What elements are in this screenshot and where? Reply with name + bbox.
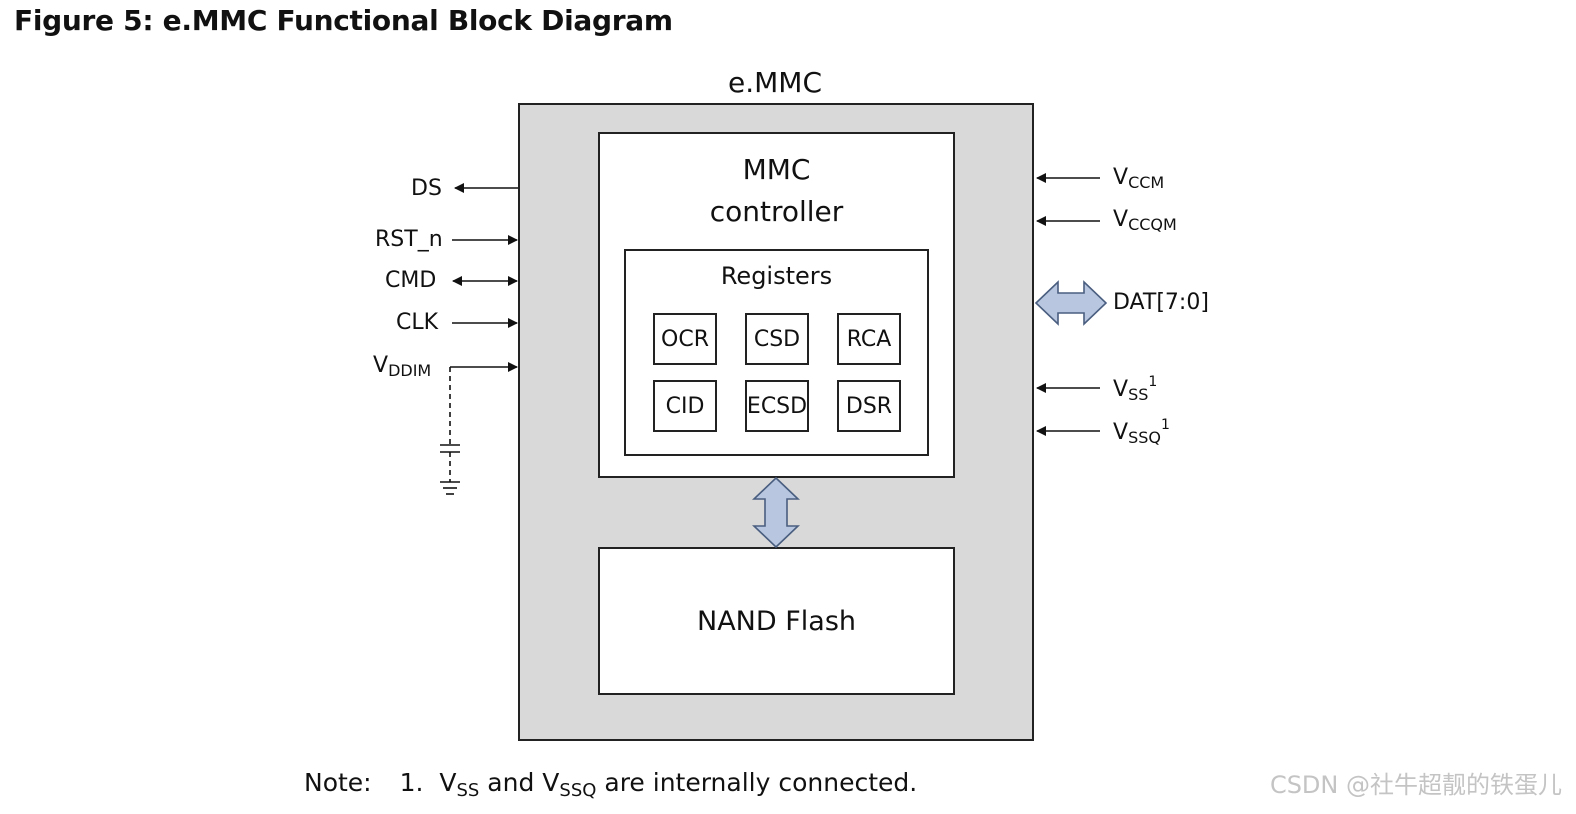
signal-clk-label: CLK (396, 310, 439, 335)
vddim-capacitor-ground (440, 367, 460, 495)
register-ocr: OCR (653, 313, 717, 365)
signal-vssq-label: VSSQ1 (1113, 417, 1170, 447)
registers-title: Registers (720, 262, 833, 290)
footnote-number: 1. (399, 768, 424, 797)
watermark: CSDN @社牛超靓的铁蛋儿 (1269, 771, 1562, 799)
register-dsr: DSR (837, 380, 901, 432)
controller-title-line1: MMC (742, 153, 811, 186)
controller-title-line2: controller (709, 195, 844, 228)
footnote: Note:1. VSS and VSSQ are internally conn… (304, 768, 918, 801)
signal-vccqm-label: VCCQM (1113, 207, 1177, 234)
signal-vccm-label: VCCM (1113, 165, 1165, 192)
signal-rst-n-label: RST_n (375, 227, 443, 252)
register-ecsd: ECSD (745, 380, 809, 432)
register-rca: RCA (837, 313, 901, 365)
device-label: e.MMC (728, 66, 822, 99)
signal-vddim-label: VDDIM (373, 353, 432, 380)
register-csd: CSD (745, 313, 809, 365)
signal-dat-label: DAT[7:0] (1113, 290, 1209, 315)
nand-flash-label: NAND Flash (697, 605, 856, 637)
register-cid: CID (653, 380, 717, 432)
footnote-label: Note: (304, 768, 372, 797)
signal-ds-label: DS (411, 176, 442, 201)
dat-bus-arrow (1034, 280, 1108, 326)
nand-flash-box: NAND Flash (598, 547, 955, 695)
signal-vss-label: VSS1 (1113, 374, 1158, 404)
controller-nand-bus-arrow (752, 476, 800, 549)
figure-title: Figure 5: e.MMC Functional Block Diagram (14, 4, 673, 37)
signal-cmd-label: CMD (385, 268, 437, 293)
